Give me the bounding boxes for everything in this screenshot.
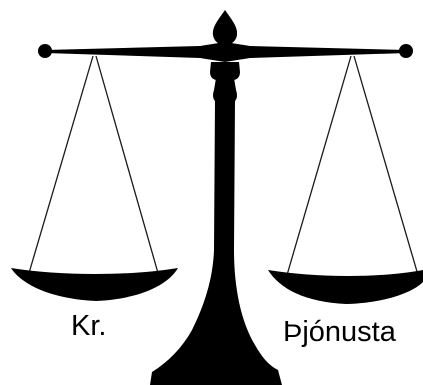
left-pan	[11, 268, 178, 301]
scale-beam	[45, 42, 407, 62]
scale-hub	[210, 62, 240, 80]
right-pan-label: Þjónusta	[283, 318, 396, 347]
right-pan-string-inner	[354, 56, 418, 275]
left-pan-label: Kr.	[71, 312, 106, 341]
right-pan-string-outer	[287, 56, 351, 275]
beam-right-knob	[399, 44, 413, 58]
scale-pillar	[150, 101, 282, 385]
right-pan	[268, 270, 423, 304]
left-pan-string-inner	[96, 56, 158, 273]
scale-finial	[213, 10, 237, 46]
beam-left-knob	[38, 44, 52, 58]
left-pan-string-outer	[29, 56, 93, 273]
scale-upper-column	[213, 78, 237, 103]
